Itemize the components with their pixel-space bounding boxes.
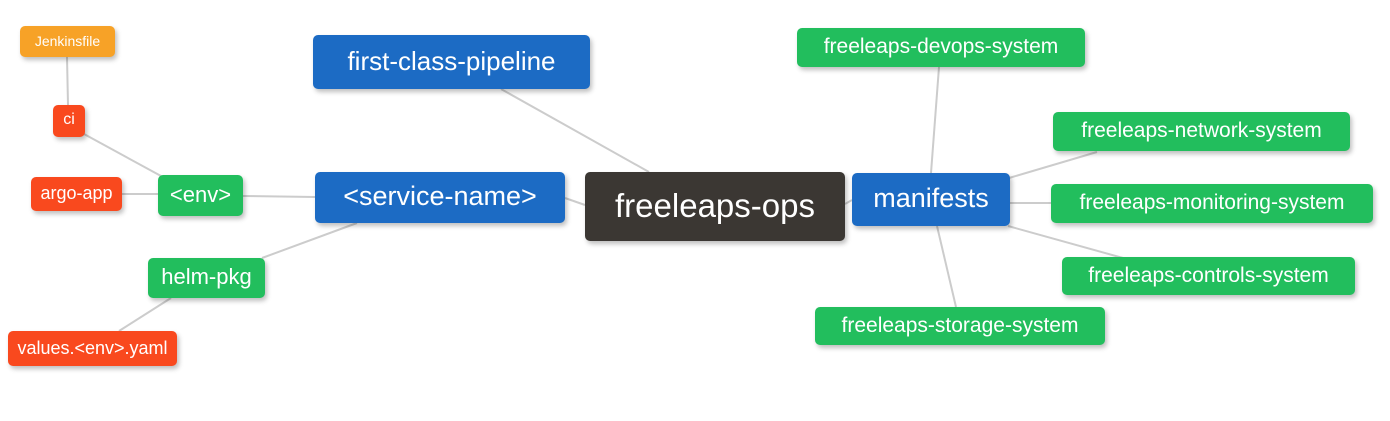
- node-ci[interactable]: ci: [53, 105, 85, 137]
- edge-jenkinsfile-to-ci: [66, 56, 69, 106]
- node-freeleaps-ops[interactable]: freeleaps-ops: [585, 172, 845, 241]
- node-label: argo-app: [40, 183, 113, 203]
- node-manifests[interactable]: manifests: [852, 173, 1010, 226]
- edge-ci-to-env: [83, 133, 162, 177]
- node-freeleaps-storage-system[interactable]: freeleaps-storage-system: [815, 307, 1105, 345]
- node-freeleaps-devops-system[interactable]: freeleaps-devops-system: [797, 28, 1085, 67]
- edge-service-name-to-helm-pkg: [261, 222, 358, 259]
- edge-freeleaps-ops-to-manifests: [844, 199, 853, 205]
- node-label: manifests: [873, 183, 989, 213]
- node-label: freeleaps-controls-system: [1088, 263, 1329, 287]
- edge-first-class-pipeline-to-freeleaps-ops: [500, 88, 650, 173]
- node-freeleaps-monitoring-system[interactable]: freeleaps-monitoring-system: [1051, 184, 1373, 223]
- node-label: <service-name>: [343, 181, 537, 211]
- edge-manifests-to-freeleaps-devops-system: [930, 66, 940, 174]
- edge-env-to-service-name: [242, 195, 316, 198]
- node-values-env-yaml[interactable]: values.<env>.yaml: [8, 331, 177, 366]
- edge-manifests-to-freeleaps-controls-system: [1007, 225, 1124, 259]
- node-label: freeleaps-monitoring-system: [1079, 191, 1345, 214]
- node-env[interactable]: <env>: [158, 175, 243, 216]
- edge-manifests-to-freeleaps-network-system: [1008, 151, 1098, 179]
- node-label: values.<env>.yaml: [17, 337, 168, 358]
- node-service-name[interactable]: <service-name>: [315, 172, 565, 223]
- node-freeleaps-network-system[interactable]: freeleaps-network-system: [1053, 112, 1350, 151]
- node-label: first-class-pipeline: [347, 46, 556, 76]
- node-label: freeleaps-devops-system: [823, 35, 1059, 58]
- node-argo-app[interactable]: argo-app: [31, 177, 122, 211]
- node-label: ci: [63, 111, 75, 128]
- node-jenkinsfile[interactable]: Jenkinsfile: [20, 26, 115, 57]
- edge-service-name-to-freeleaps-ops: [564, 197, 586, 206]
- node-label: freeleaps-storage-system: [841, 313, 1079, 337]
- node-label: helm-pkg: [161, 264, 252, 289]
- node-helm-pkg[interactable]: helm-pkg: [148, 258, 265, 298]
- node-label: Jenkinsfile: [34, 32, 101, 49]
- node-label: <env>: [169, 181, 232, 207]
- node-freeleaps-controls-system[interactable]: freeleaps-controls-system: [1062, 257, 1355, 295]
- edge-helm-pkg-to-values-env-yaml: [118, 297, 172, 332]
- edge-manifests-to-freeleaps-storage-system: [936, 225, 957, 308]
- node-first-class-pipeline[interactable]: first-class-pipeline: [313, 35, 590, 89]
- node-label: freeleaps-network-system: [1081, 119, 1322, 142]
- node-label: freeleaps-ops: [615, 187, 815, 224]
